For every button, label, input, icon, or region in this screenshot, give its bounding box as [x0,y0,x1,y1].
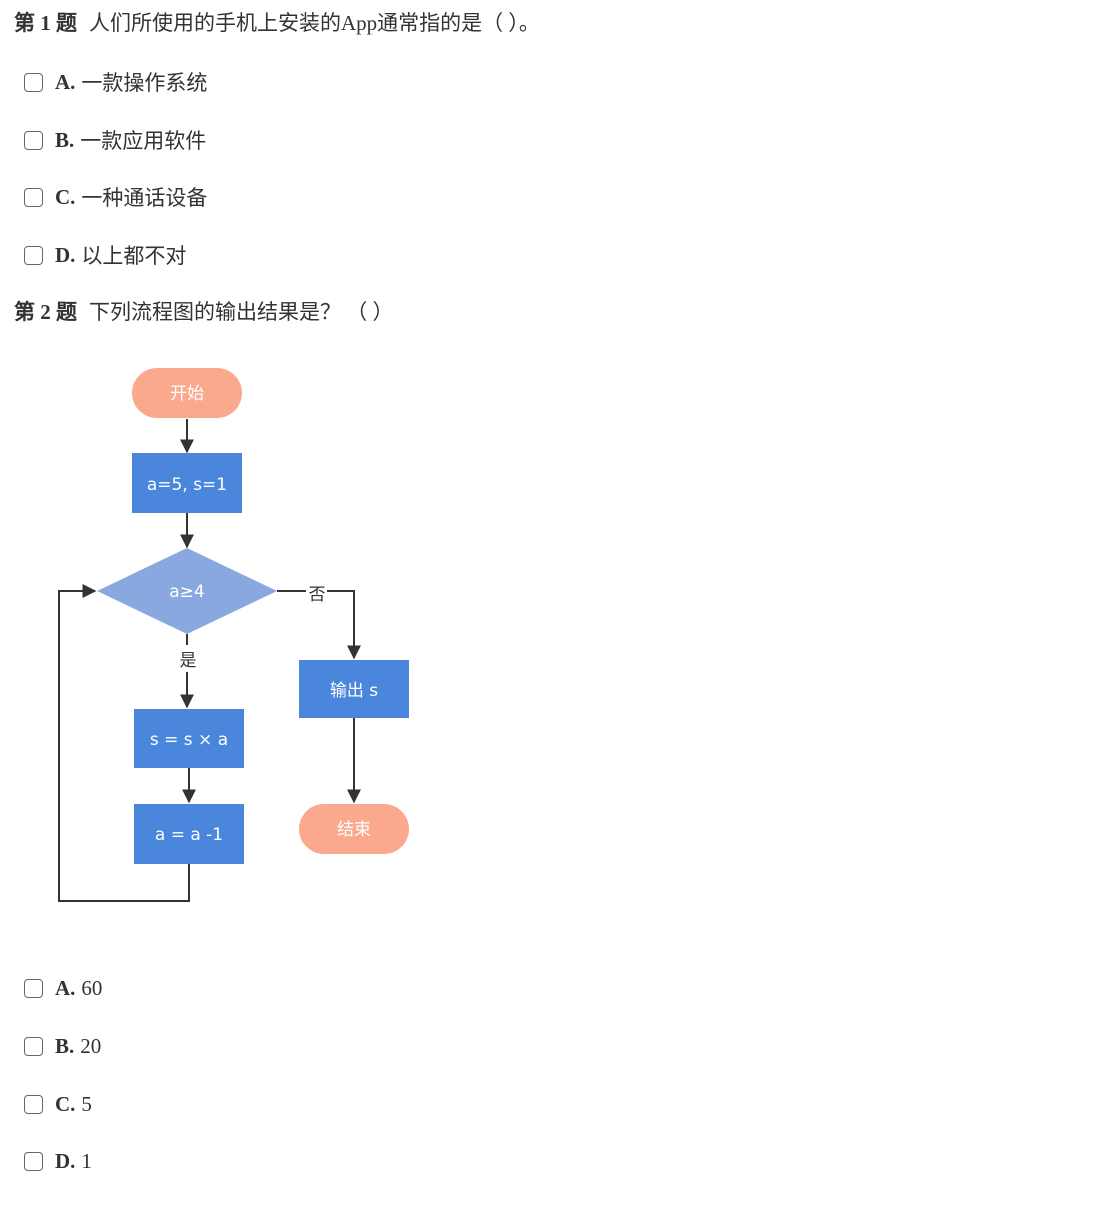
start-terminal [132,368,242,418]
option-text: 5 [81,1091,92,1116]
question-text: 下列流程图的输出结果是？ （ ） [89,300,394,324]
condition-label: a≥4 [169,582,204,602]
output-label: 输出 s [330,681,378,701]
question-2-title: 第 2 题下列流程图的输出结果是？ （ ） [14,299,394,325]
question-1-title: 第 1 题人们所使用的手机上安装的App通常指的是（ ）。 [14,10,540,36]
option-text: 一款应用软件 [80,129,207,153]
checkbox[interactable] [24,978,43,998]
output-process [299,660,409,718]
option-text: 60 [81,975,103,1000]
option-text: 一款操作系统 [81,71,208,95]
q2-option-a[interactable]: A. 60 [24,975,102,1001]
checkbox[interactable] [24,1151,43,1171]
option-text: 20 [80,1033,102,1058]
multiply-label: s = s × a [150,730,228,750]
condition-decision [97,548,277,634]
q2-option-c[interactable]: C. 5 [24,1091,92,1117]
q1-option-c[interactable]: C. 一种通话设备 [24,184,207,210]
option-letter: A. [55,69,76,94]
init-process [132,453,242,513]
flowchart: 开始 a=5, s=1 a≥4 是 否 s = s × a a = a -1 输… [58,368,409,902]
q2-option-d[interactable]: D. 1 [24,1148,92,1174]
checkbox[interactable] [24,130,43,150]
connector-loop-back [58,584,190,902]
question-text: 人们所使用的手机上安装的App通常指的是（ ）。 [89,11,540,35]
checkbox[interactable] [24,72,43,92]
end-terminal [299,804,409,854]
checkbox[interactable] [24,1036,43,1056]
option-letter: B. [55,127,75,152]
end-label: 结束 [337,820,371,840]
q1-option-a[interactable]: A. 一款操作系统 [24,69,207,95]
q1-option-d[interactable]: D. 以上都不对 [24,242,186,268]
option-letter: C. [55,1091,76,1116]
option-letter: D. [55,1148,76,1173]
option-text: 1 [81,1148,92,1173]
no-label: 否 [309,585,326,605]
start-label: 开始 [170,384,204,404]
question-number: 第 1 题 [14,11,77,35]
checkbox[interactable] [24,245,43,265]
init-label: a=5, s=1 [147,475,227,495]
multiply-process [134,709,244,768]
connector-no-output [327,590,361,660]
question-number: 第 2 题 [14,300,77,324]
q1-option-b[interactable]: B. 一款应用软件 [24,127,206,153]
option-letter: C. [55,184,76,209]
checkbox[interactable] [24,1094,43,1114]
decrement-label: a = a -1 [155,825,223,845]
decrement-process [134,804,244,864]
yes-label: 是 [180,651,197,671]
q2-option-b[interactable]: B. 20 [24,1033,101,1059]
option-letter: D. [55,242,76,267]
option-text: 以上都不对 [81,244,187,268]
checkbox[interactable] [24,187,43,207]
option-text: 一种通话设备 [81,186,208,210]
option-letter: B. [55,1033,75,1058]
option-letter: A. [55,975,76,1000]
